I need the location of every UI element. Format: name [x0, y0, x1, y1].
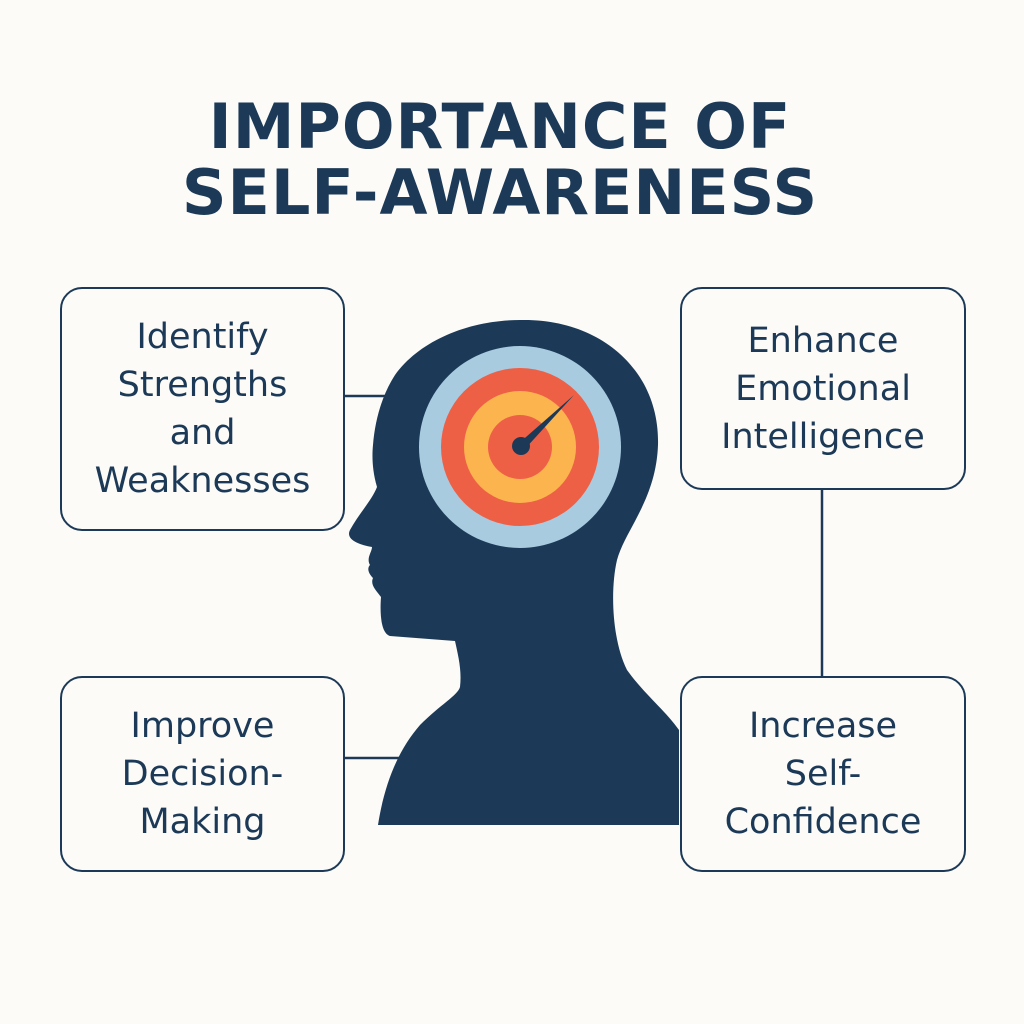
title-line-2: SELF-AWARENESS	[181, 156, 819, 229]
box-text: Self-	[784, 754, 862, 794]
box-text: Emotional	[735, 368, 911, 409]
box-text: Enhance	[747, 320, 899, 361]
target-gauge-icon	[419, 346, 621, 548]
gauge-needle	[518, 395, 574, 450]
box-text: Decision-	[121, 754, 284, 794]
box-decision-making: Improve Decision- Making	[60, 676, 345, 872]
box-text: Confidence	[724, 802, 922, 842]
box-text: Making	[139, 802, 266, 842]
box-text: Intelligence	[721, 416, 925, 457]
box-identify-strengths: Identify Strengths and Weaknesses	[60, 287, 345, 531]
box-text: Increase	[748, 706, 898, 746]
box-text: and	[169, 413, 236, 453]
box-text: Improve	[130, 706, 275, 746]
gauge-pivot	[512, 437, 530, 455]
box-text: Identify	[136, 317, 269, 357]
box-emotional-intelligence: Enhance Emotional Intelligence	[680, 287, 966, 490]
box-text: Weaknesses	[94, 461, 311, 501]
box-text: Strengths	[117, 365, 288, 405]
title-line-1: IMPORTANCE OF	[208, 90, 792, 163]
box-self-confidence: Increase Self- Confidence	[680, 676, 966, 872]
